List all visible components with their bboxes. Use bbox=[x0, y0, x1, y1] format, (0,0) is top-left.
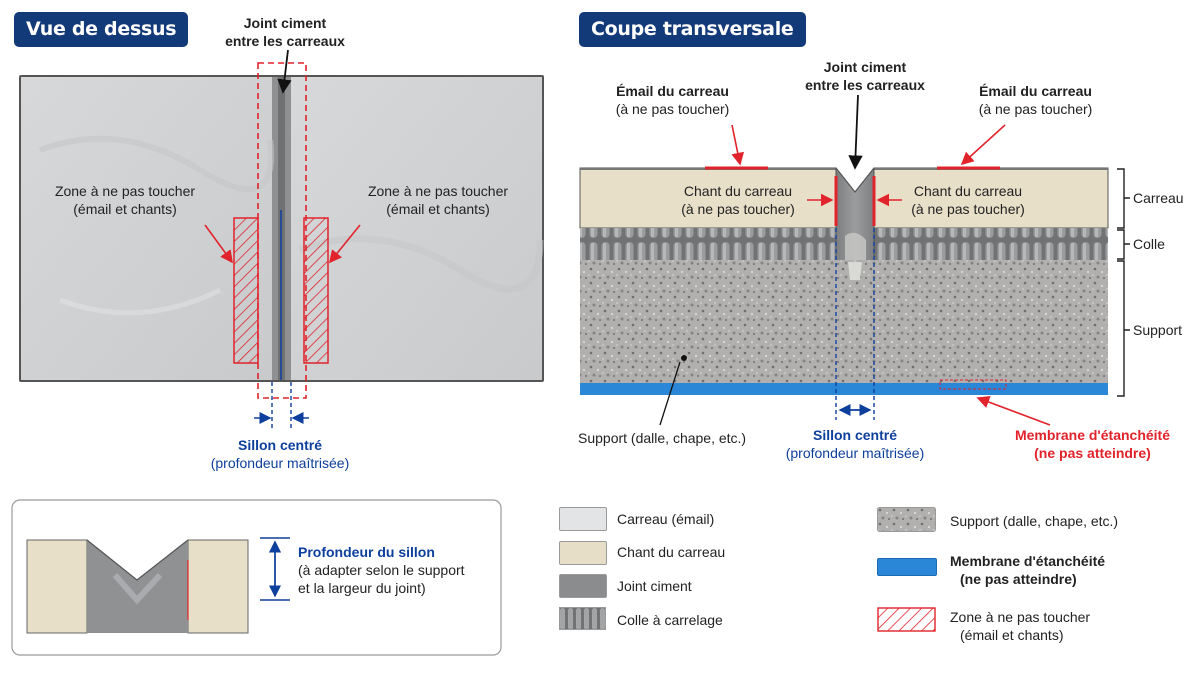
legend-label-membrane: Membrane d'étanchéité(ne pas atteindre) bbox=[950, 553, 1106, 587]
legend-swatch-tile-edge bbox=[559, 541, 607, 565]
enamel-left-label: Émail du carreau(à ne pas toucher) bbox=[615, 83, 730, 117]
legend-label-tile-glue: Colle à carrelage bbox=[617, 612, 723, 628]
legend-swatch-hatch-zone bbox=[877, 607, 936, 632]
top-view-arrows bbox=[204, 49, 361, 264]
cross-section-title: Coupe transversale bbox=[579, 12, 806, 47]
cross-section-black-arrows bbox=[659, 94, 863, 426]
legend-swatch-tile-enamel bbox=[559, 507, 607, 531]
detail-title: Profondeur du sillon bbox=[298, 544, 435, 560]
legend-label-tile-enamel: Carreau (émail) bbox=[617, 511, 715, 527]
top-view-groove-marks bbox=[254, 210, 309, 430]
legend-label-tile-edge: Chant du carreau bbox=[617, 544, 726, 560]
cross-section-brackets bbox=[1117, 168, 1130, 397]
top-view-title: Vue de dessus bbox=[14, 12, 189, 47]
top-zone-right-label: Zone à ne pas toucher(émail et chants) bbox=[367, 183, 509, 217]
cross-section-groove-marks bbox=[835, 228, 875, 420]
legend-swatch-tile-glue bbox=[559, 607, 606, 630]
legend-swatch-membrane bbox=[877, 558, 937, 576]
edge-right-label: Chant du carreau(à ne pas toucher) bbox=[911, 183, 1025, 217]
legend-label-support: Support (dalle, chape, etc.) bbox=[950, 513, 1119, 529]
support-label: Support (dalle, chape, etc.) bbox=[578, 430, 747, 446]
detail-text: Profondeur du sillon (à adapter selon le… bbox=[298, 544, 465, 596]
layer-support-label: Support bbox=[1133, 322, 1183, 338]
edge-left-label: Chant du carreau(à ne pas toucher) bbox=[681, 183, 795, 217]
layer-glue-label: Colle bbox=[1133, 236, 1165, 252]
cross-section-layers bbox=[579, 167, 1109, 395]
top-view-hatch-zones bbox=[233, 62, 329, 399]
detail-panel bbox=[11, 499, 502, 656]
enamel-right-label: Émail du carreau(à ne pas toucher) bbox=[978, 83, 1093, 117]
cross-groove-label: Sillon centré(profondeur maîtrisée) bbox=[785, 427, 925, 461]
top-groove-label: Sillon centré(profondeur maîtrisée) bbox=[210, 437, 350, 471]
legend-swatch-support bbox=[877, 507, 936, 532]
legend-label-hatch-zone: Zone à ne pas toucher(émail et chants) bbox=[950, 609, 1091, 643]
legend-swatch-cement-joint bbox=[559, 574, 607, 598]
top-zone-left-label: Zone à ne pas toucher(émail et chants) bbox=[54, 183, 196, 217]
cross-section-red-marks bbox=[705, 124, 1051, 426]
top-view-tiles bbox=[19, 75, 544, 382]
layer-tile-label: Carreau bbox=[1133, 190, 1184, 206]
membrane-label: Membrane d'étanchéité(ne pas atteindre) bbox=[1014, 427, 1171, 461]
legend-label-cement-joint: Joint ciment bbox=[617, 578, 692, 594]
